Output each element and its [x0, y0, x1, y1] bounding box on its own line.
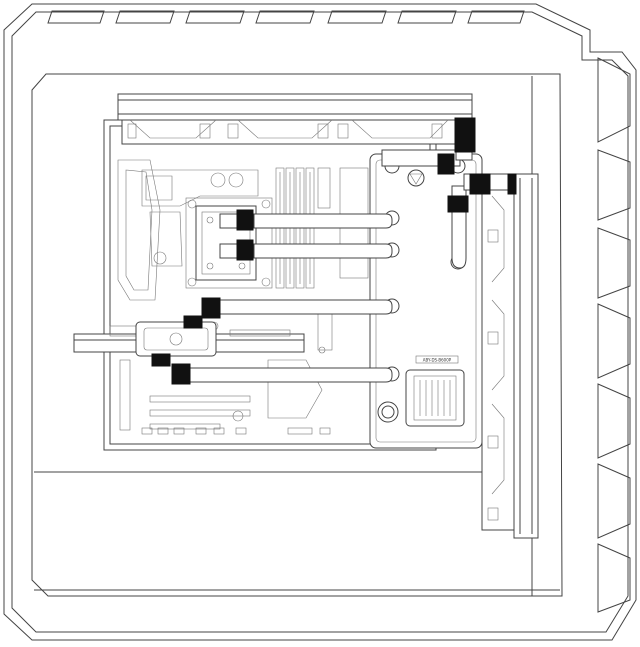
side-vents — [597, 57, 631, 613]
top-vents — [47, 10, 525, 24]
fitting-cpu-inlet — [236, 239, 254, 261]
top-radiator — [117, 93, 473, 145]
pump-unit — [135, 321, 217, 357]
fittings — [151, 117, 517, 385]
bottom-headers — [141, 427, 331, 435]
fitting-cpu-outlet — [236, 209, 254, 231]
fitting-gpu-lower-right — [171, 363, 191, 385]
fitting-top-radiator — [454, 117, 476, 153]
plate-pump — [405, 369, 465, 427]
front-radiator — [481, 173, 539, 539]
pcie-slots — [119, 359, 251, 431]
fitting-front-radiator-upper — [469, 173, 491, 195]
fitting-front-radiator-end — [507, 173, 517, 195]
fitting-plate-side — [447, 195, 469, 213]
fitting-gpu-lower-left — [151, 353, 171, 367]
fitting-gpu-upper — [201, 297, 221, 319]
plate-badge-label: ABY-DS-B600P — [423, 358, 452, 363]
fitting-plate-top — [437, 153, 455, 175]
fitting-gpu-link — [183, 315, 203, 329]
